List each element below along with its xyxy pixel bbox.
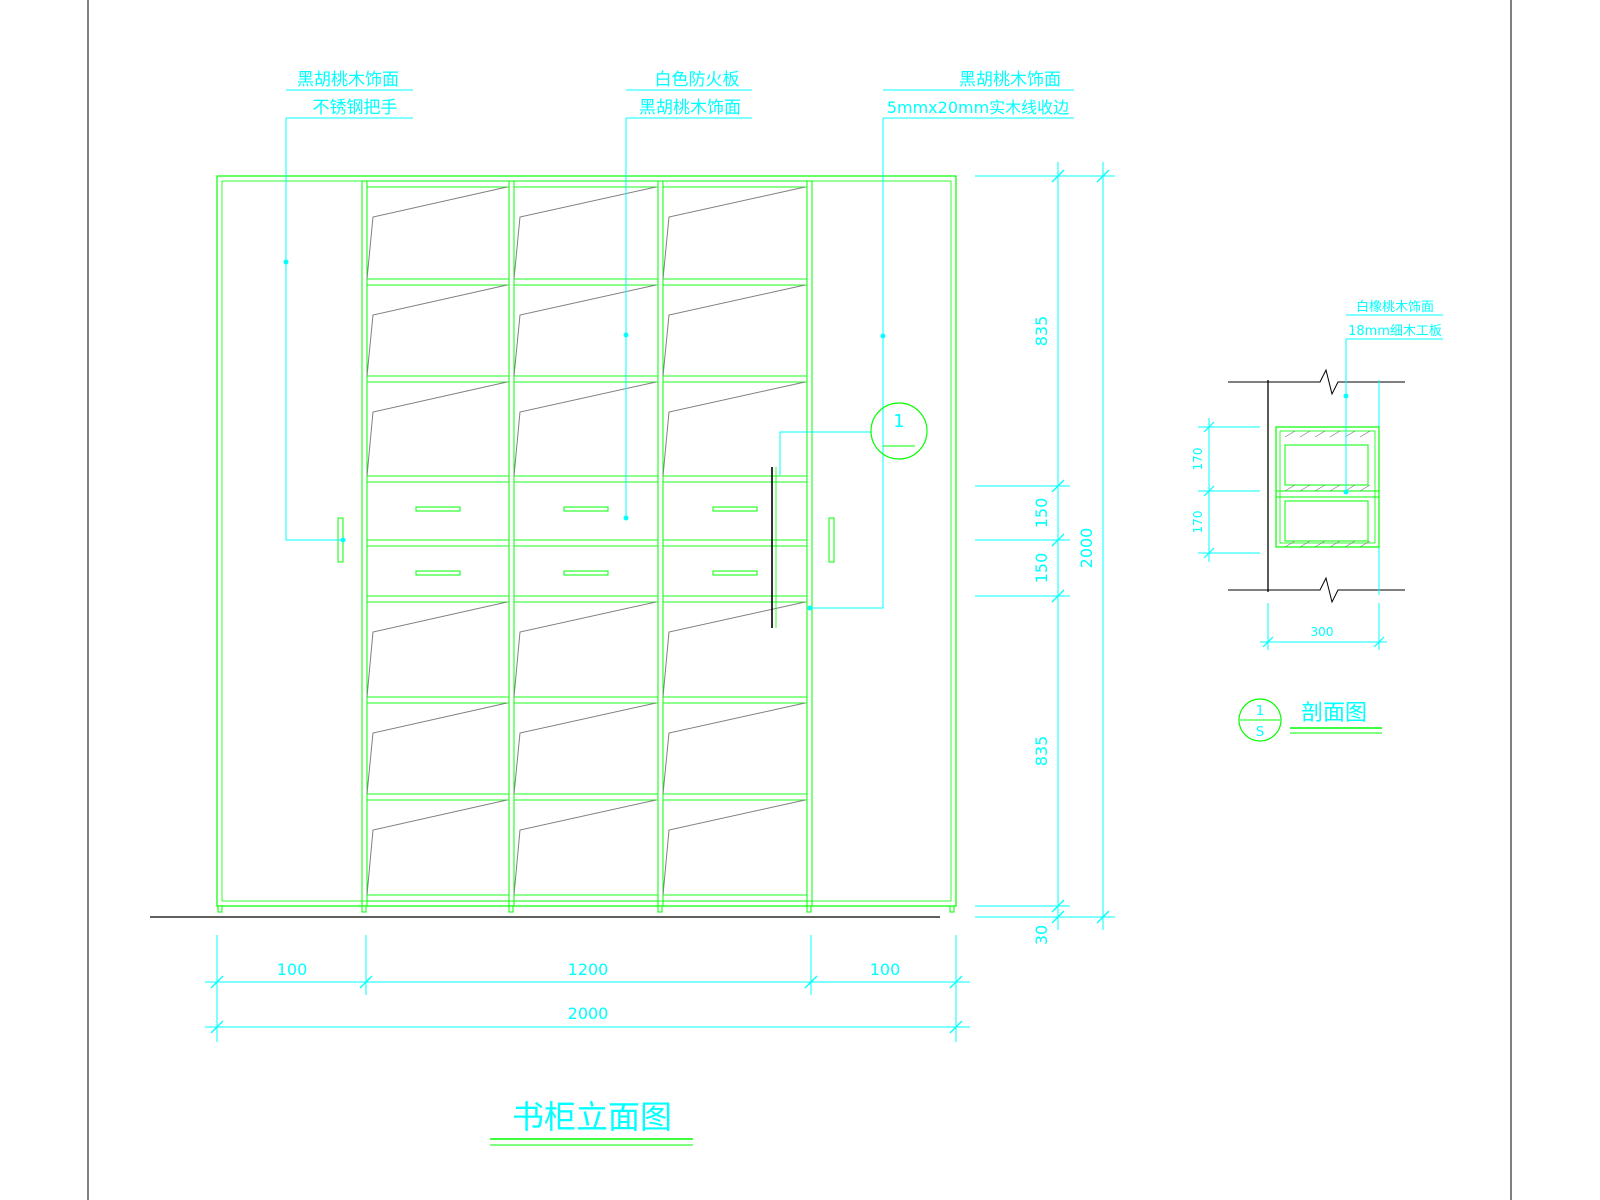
shelf-6-1 <box>513 696 659 704</box>
shelf-8-2 <box>662 894 808 902</box>
glass-panel-3-2 <box>662 601 806 698</box>
section-title-number: 1 <box>1256 704 1264 719</box>
partition-1 <box>361 180 368 907</box>
shelf-6-0 <box>366 696 510 704</box>
callout-left-line1: 黑胡桃木饰面 <box>297 70 399 90</box>
shelf-0-2 <box>662 180 808 188</box>
partition-4 <box>806 180 813 907</box>
shelf-5-0 <box>366 595 510 603</box>
shelf-0-0 <box>366 180 510 188</box>
glass-doors <box>366 186 806 896</box>
dim-base: 30 <box>1032 925 1051 945</box>
drawer-handle-1-2 <box>712 570 758 576</box>
shelf-1-0 <box>366 278 510 286</box>
dim-total-width: 2000 <box>568 1004 609 1023</box>
shelf-1-2 <box>662 278 808 286</box>
sheet-border <box>87 0 1512 1200</box>
section-callout-line1: 白橡桃木饰面 <box>1356 299 1434 315</box>
callout-left-line2: 不锈钢把手 <box>313 98 398 118</box>
vertical-partitions <box>361 180 813 907</box>
callout-center: 白色防火板 黑胡桃木饰面 <box>623 70 752 521</box>
glass-panel-4-1 <box>513 702 657 795</box>
callout-center-line2: 黑胡桃木饰面 <box>639 98 741 118</box>
glass-panel-5-1 <box>513 799 657 896</box>
glass-panel-0-2 <box>662 186 806 280</box>
glass-panel-0-1 <box>513 186 657 280</box>
dim-drawer-top: 150 <box>1032 498 1051 529</box>
glass-panel-4-2 <box>662 702 806 795</box>
dim-lower: 835 <box>1032 736 1051 767</box>
right-door-handle <box>828 517 835 563</box>
shelf-8-0 <box>366 894 510 902</box>
callout-left: 黑胡桃木饰面 不锈钢把手 <box>283 70 413 543</box>
drawer-handle-1-1 <box>563 570 609 576</box>
callout-right-line1: 黑胡桃木饰面 <box>959 70 1061 90</box>
dim-upper: 835 <box>1032 316 1051 347</box>
section-dim-depth: 300 <box>1311 625 1334 639</box>
cabinet-outline <box>216 175 957 913</box>
section-title-sheet: S <box>1256 725 1264 740</box>
glass-panel-3-1 <box>513 601 657 698</box>
partition-3 <box>657 180 664 907</box>
shelf-3-1 <box>513 475 659 483</box>
glass-panel-2-2 <box>662 381 806 477</box>
shelf-2-0 <box>366 375 510 383</box>
drawer-handle-0-1 <box>563 506 609 512</box>
section-dim-top: 170 <box>1191 448 1205 471</box>
dim-middle: 1200 <box>568 960 609 979</box>
section-title-text: 剖面图 <box>1301 701 1367 726</box>
dim-left: 100 <box>277 960 308 979</box>
shelf-4-0 <box>366 539 510 547</box>
callout-center-line1: 白色防火板 <box>655 70 740 90</box>
drawer-handle-0-2 <box>712 506 758 512</box>
glass-panel-2-0 <box>366 381 508 477</box>
dim-drawer-bottom: 150 <box>1032 553 1051 584</box>
drawer-handle-0-0 <box>415 506 461 512</box>
shelf-2-1 <box>513 375 659 383</box>
drawer-handle-1-0 <box>415 570 461 576</box>
callout-right: 黑胡桃木饰面 5mmx20mm实木线收边 <box>807 70 1074 611</box>
glass-panel-3-0 <box>366 601 508 698</box>
shelf-7-0 <box>366 793 510 801</box>
shelf-1-1 <box>513 278 659 286</box>
dim-total-height: 2000 <box>1077 528 1096 569</box>
dim-right: 100 <box>870 960 901 979</box>
shelf-3-0 <box>366 475 510 483</box>
shelf-4-1 <box>513 539 659 547</box>
partition-2 <box>508 180 515 907</box>
section-callout-line2: 18mm细木工板 <box>1348 324 1442 339</box>
section-cut-number: 1 <box>893 411 904 432</box>
glass-panel-5-2 <box>662 799 806 896</box>
drawers <box>415 506 758 576</box>
vertical-dimensions: 835 150 150 835 30 2000 <box>975 162 1115 945</box>
glass-panel-2-1 <box>513 381 657 477</box>
section-title: 1 S 剖面图 <box>1238 698 1382 742</box>
section-detail: 白橡桃木饰面 18mm细木工板 170 170 300 <box>1191 299 1443 650</box>
glass-panel-5-0 <box>366 799 508 896</box>
glass-panel-0-0 <box>366 186 508 280</box>
horizontal-dimensions: 100 1200 100 2000 <box>205 935 970 1042</box>
glass-panel-1-1 <box>513 284 657 377</box>
shelf-6-2 <box>662 696 808 704</box>
shelf-7-1 <box>513 793 659 801</box>
elevation-title-text: 书柜立面图 <box>512 1098 672 1136</box>
shelf-8-1 <box>513 894 659 902</box>
glass-panel-4-0 <box>366 702 508 795</box>
callout-right-line2: 5mmx20mm实木线收边 <box>887 98 1069 117</box>
shelf-2-2 <box>662 375 808 383</box>
shelf-0-1 <box>513 180 659 188</box>
section-dim-bottom: 170 <box>1191 511 1205 534</box>
shelf-7-2 <box>662 793 808 801</box>
shelf-3-2 <box>662 475 808 483</box>
elevation-title: 书柜立面图 <box>490 1098 693 1146</box>
shelf-5-1 <box>513 595 659 603</box>
shelves <box>366 180 808 902</box>
glass-panel-1-0 <box>366 284 508 377</box>
section-cut-marker: 1 <box>779 402 928 475</box>
glass-panel-1-2 <box>662 284 806 377</box>
shelf-4-2 <box>662 539 808 547</box>
bookcase-elevation <box>150 175 957 918</box>
shelf-5-2 <box>662 595 808 603</box>
